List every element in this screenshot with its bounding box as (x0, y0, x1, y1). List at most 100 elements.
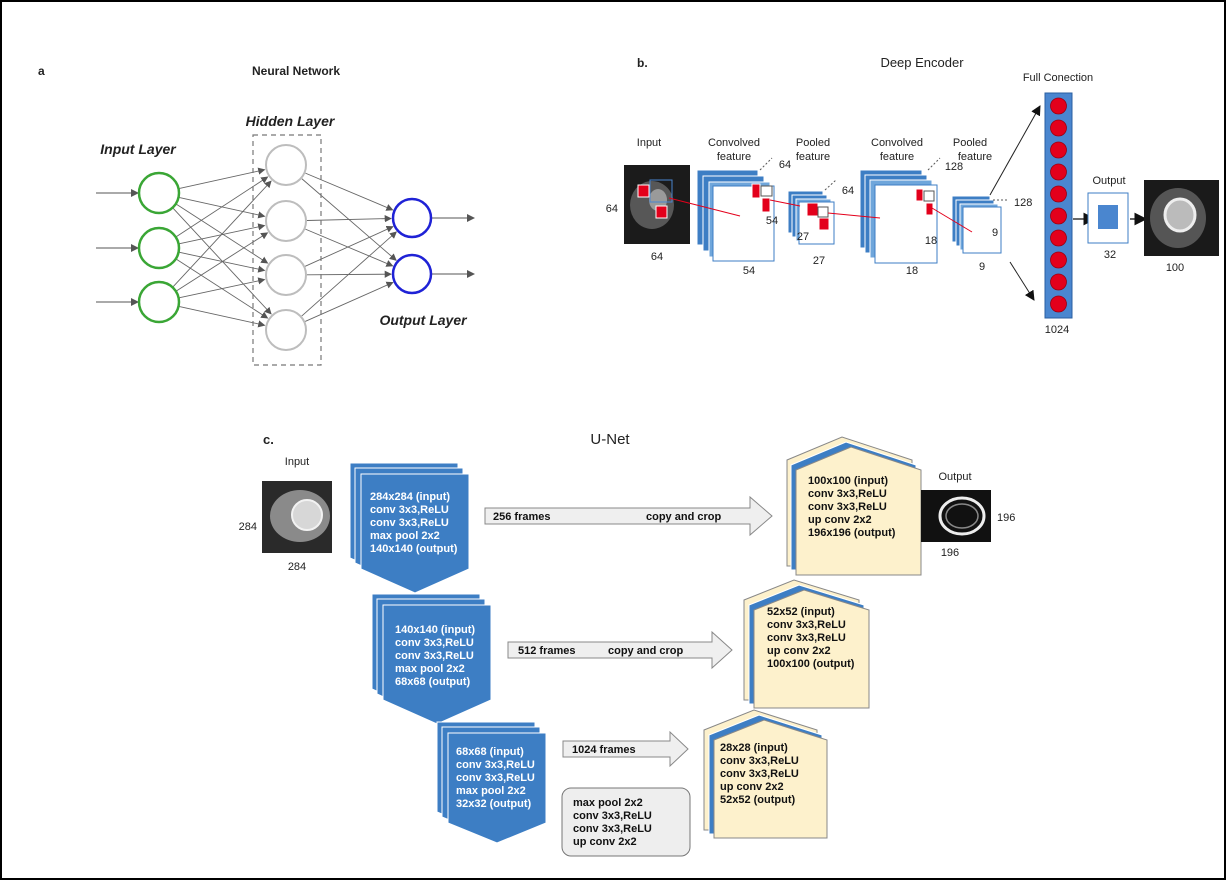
decoder-1-line: conv 3x3,ReLU (808, 501, 887, 513)
conv1-receptive-field (760, 185, 773, 197)
network-edge (305, 281, 394, 322)
encoder-2-layer (382, 604, 492, 725)
pool2-label-2: feature (958, 151, 992, 163)
decoder-1-line: conv 3x3,ReLU (808, 488, 887, 500)
encoder-1-line: 140x140 (output) (370, 543, 458, 555)
output-label: Output (1092, 175, 1125, 187)
network-edge (179, 167, 266, 189)
input-node (137, 280, 181, 324)
unet-output-ring-inner (945, 503, 979, 529)
input-receptive-field (649, 179, 673, 203)
pool1-receptive-field (817, 206, 829, 218)
decoder-2-front (753, 589, 870, 709)
decoder-block-2: 52x52 (input) conv 3x3,ReLU conv 3x3,ReL… (743, 579, 870, 709)
hidden-layer-box (252, 134, 322, 366)
bottleneck-line: up conv 2x2 (573, 836, 637, 848)
to-fc-arrow (989, 105, 1041, 196)
fc-neuron (1050, 207, 1067, 225)
unet-input-heart (291, 499, 323, 531)
bottleneck-line: conv 3x3,ReLU (573, 810, 652, 822)
result-size: 100 (1166, 262, 1184, 274)
decoder-2-line: conv 3x3,ReLU (767, 619, 846, 631)
pool1-bottom: 27 (813, 255, 825, 267)
pool1-side: 27 (797, 231, 809, 243)
pool1-depth: 64 (842, 185, 854, 197)
arrow-1-frames: 256 frames (493, 511, 551, 523)
unet-output-size-right: 196 (997, 512, 1015, 524)
network-edge (306, 215, 392, 223)
conv1-kernel-marker (761, 197, 771, 213)
conv2-depth: 128 (945, 161, 963, 173)
unet-input-size-bottom: 284 (288, 561, 306, 573)
encoder-2-line: 140x140 (input) (395, 624, 475, 636)
network-edges (172, 167, 397, 328)
pool1-kernel-marker (806, 202, 819, 217)
unet-input-size-left: 284 (239, 521, 257, 533)
unet-output-size-bottom: 196 (941, 547, 959, 559)
encoder-2-line: 68x68 (output) (395, 676, 471, 688)
conv2-side: 18 (925, 235, 937, 247)
hidden-node (265, 309, 307, 351)
pool1-depth-line (824, 179, 837, 191)
copy-crop-arrow-2 (507, 630, 733, 670)
network-edge (176, 232, 269, 292)
conv1-map-front (712, 185, 775, 262)
conv2-kernel-marker (925, 202, 934, 216)
fc-neurons (1050, 97, 1067, 313)
decoder-block-3: 28x28 (input) conv 3x3,ReLU conv 3x3,ReL… (703, 709, 828, 839)
arrow-3-frames: 1024 frames (572, 744, 636, 756)
unet-output-label: Output (938, 471, 971, 483)
fc-neuron (1050, 251, 1067, 269)
bottleneck-line: max pool 2x2 (573, 797, 643, 809)
encoder-1-line: 284x284 (input) (370, 491, 450, 503)
conv1-label-2: feature (717, 151, 751, 163)
encoder-1-line: max pool 2x2 (370, 530, 440, 542)
panel-c: c. U-Net Input 284 284 284x284 (input) c… (239, 431, 1015, 857)
hidden-node (265, 200, 307, 242)
unet-input-label: Input (285, 456, 309, 468)
encoder-1-line: conv 3x3,ReLU (370, 517, 449, 529)
encoder-3-line: conv 3x3,ReLU (456, 772, 535, 784)
conv2-label-2: feature (880, 151, 914, 163)
decoder-2-line: conv 3x3,ReLU (767, 632, 846, 644)
input-size-bottom: 64 (651, 251, 663, 263)
hidden-layer-label: Hidden Layer (246, 113, 336, 129)
input-label: Input (637, 137, 661, 149)
encoder-2-line: max pool 2x2 (395, 663, 465, 675)
input-node (137, 226, 181, 270)
arrow-2-frames: 512 frames (518, 645, 576, 657)
output-size: 32 (1104, 249, 1116, 261)
encoder-3-line: conv 3x3,ReLU (456, 759, 535, 771)
encoder-3-line: max pool 2x2 (456, 785, 526, 797)
bottleneck-line: conv 3x3,ReLU (573, 823, 652, 835)
fc-label: Full Conection (1023, 72, 1093, 84)
fc-neuron (1050, 119, 1067, 137)
panel-a-letter: a (38, 64, 45, 78)
conv2-label: Convolved (871, 137, 923, 149)
conv1-side: 54 (766, 215, 778, 227)
decoder-2-line: 100x100 (output) (767, 658, 855, 670)
fc-size: 1024 (1045, 324, 1069, 336)
output-layer-label: Output Layer (379, 312, 468, 328)
encoder-3-layer (447, 732, 547, 844)
output-map-fill (1098, 205, 1118, 229)
decoder-1-line: 196x196 (output) (808, 527, 896, 539)
conv2-bottom: 18 (906, 265, 918, 277)
network-edge (179, 277, 266, 299)
input-kernel-marker (637, 184, 650, 198)
panel-b: b. Deep Encoder Input 64 64 Convolved fe… (606, 55, 1219, 336)
fc-neuron (1050, 273, 1067, 291)
pool2-bottom: 9 (979, 261, 985, 273)
conv2-kernel-marker (915, 188, 924, 202)
encoder-2-line: conv 3x3,ReLU (395, 650, 474, 662)
conv2-receptive-field (923, 190, 935, 202)
conv1-depth-line (759, 157, 773, 171)
input-layer-label: Input Layer (100, 141, 177, 157)
panel-c-letter: c. (263, 432, 274, 447)
network-edge (305, 172, 394, 211)
decoder-3-line: 28x28 (input) (720, 742, 788, 754)
receptive-field-line (931, 207, 973, 233)
decoder-3-line: 52x52 (output) (720, 794, 796, 806)
